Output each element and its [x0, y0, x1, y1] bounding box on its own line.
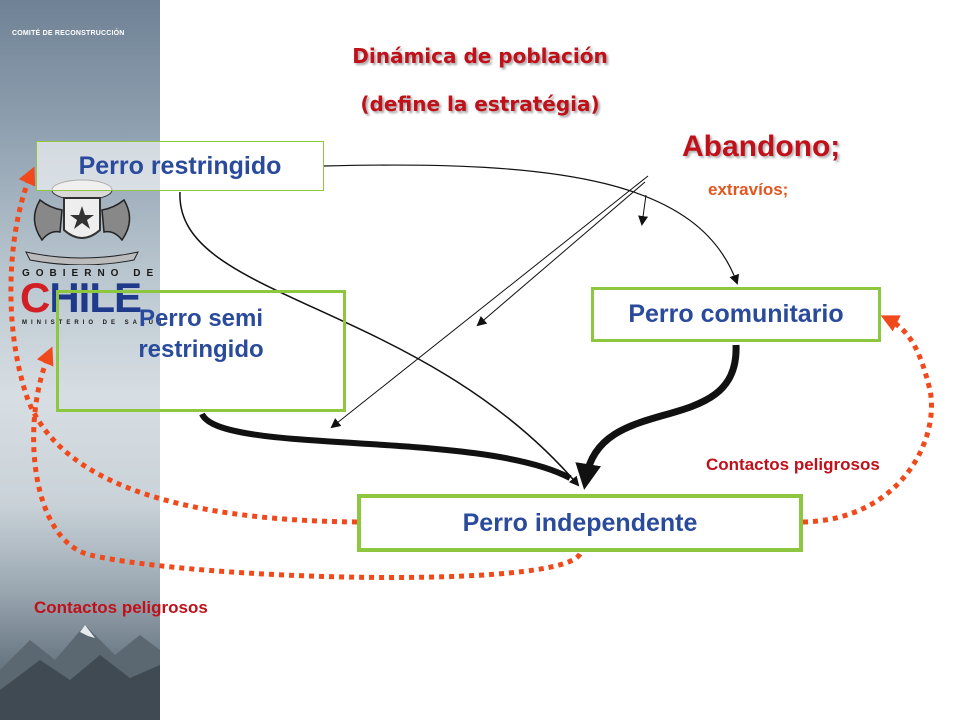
chile-rest: HILE [49, 274, 142, 321]
arrow-comunitario-to-independiente [575, 344, 740, 490]
node-perro-semi-restringido: Perro semi restringido [56, 290, 346, 412]
chile-c: C [20, 274, 50, 321]
chile-wordmark: CHILE [20, 274, 142, 321]
arrow-semi-to-independiente [199, 412, 572, 481]
node-label-line1: Perro semi [138, 305, 264, 332]
dashed-independiente-to-restringido [8, 166, 358, 525]
sidebar-panel [0, 0, 160, 720]
abandono-label: Abandono; [682, 130, 841, 163]
node-perro-restringido: Perro restringido [36, 141, 324, 191]
coat-of-arms-icon [25, 179, 139, 265]
arrow-restringido-to-independiente [179, 191, 580, 487]
dashed-independiente-to-comunitario [802, 315, 934, 525]
extravios-label: extravíos; [708, 180, 789, 199]
ministerio-label: MINISTERIO DE SALUD [22, 320, 166, 326]
contactos-label-left: Contactos peligrosos [34, 598, 208, 617]
node-label: Perro comunitario [628, 300, 844, 328]
arrow-abandono-down [638, 194, 649, 226]
mountain-image [0, 625, 160, 720]
page-subtitle: (define la estratégia) [360, 92, 600, 116]
dashed-independiente-to-semi [31, 346, 583, 580]
node-label-line2: restringido [138, 336, 264, 363]
node-label: Perro independente [462, 508, 698, 537]
contactos-label-right: Contactos peligrosos [706, 455, 880, 474]
node-label: Perro restringido [78, 151, 282, 180]
gobierno-label: GOBIERNO DE [22, 268, 160, 279]
org-label: COMITÉ DE RECONSTRUCCIÓN [12, 30, 125, 37]
arrow-abandono-to-semi [330, 175, 649, 429]
arrow-restringido-to-comunitario [323, 164, 739, 285]
page-title: Dinámica de población [352, 44, 608, 68]
node-perro-comunitario: Perro comunitario [591, 287, 881, 342]
node-perro-independiente: Perro independente [357, 494, 803, 552]
arrow-abandono-to-center [476, 181, 646, 327]
